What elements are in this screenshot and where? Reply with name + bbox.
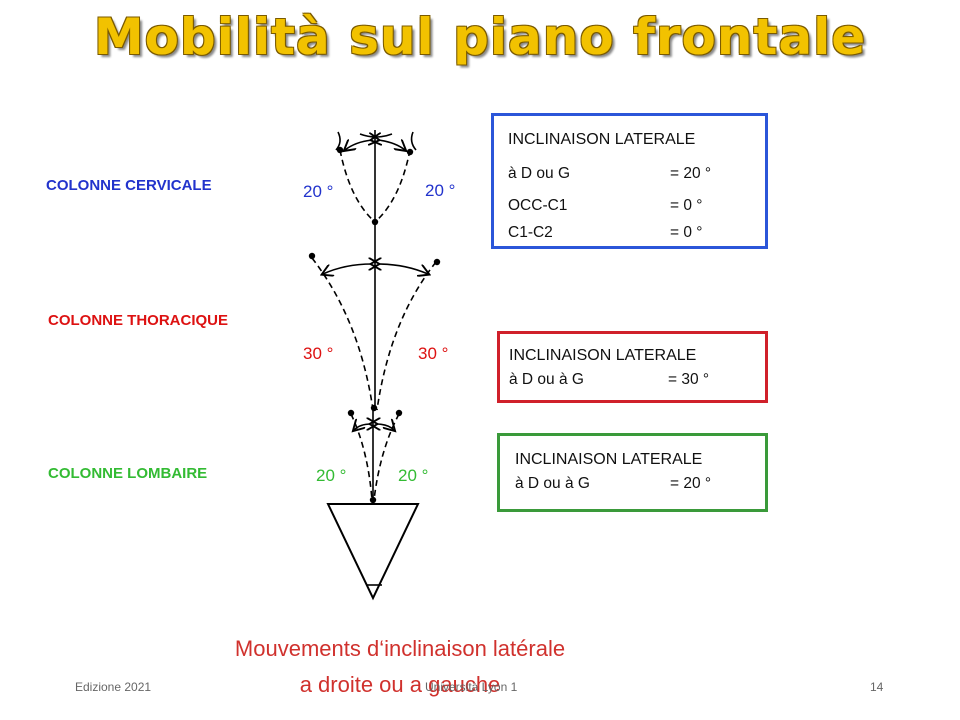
degree-thoracic-right: 30 ° (418, 344, 449, 363)
footer-page-number: 14 (870, 680, 884, 694)
thoracic-segment (311, 222, 437, 411)
label-thoracic: COLONNE THORACIQUE (48, 312, 228, 329)
cervical-row-1-label: à D ou G (508, 165, 571, 182)
lumbar-segment (350, 410, 400, 501)
degree-thoracic-left: 30 ° (303, 344, 334, 363)
slide-title: Mobilità sul piano frontale (93, 8, 867, 66)
lumbar-row-value: = 20 ° (670, 475, 712, 492)
degree-cervical-left: 20 ° (303, 182, 334, 201)
caption-line-1: Mouvements d‘inclinaison latérale (234, 636, 566, 661)
cervical-box-heading: INCLINAISON LATERALE (508, 131, 696, 148)
sacrum-triangle (326, 503, 420, 601)
label-lumbar: COLONNE LOMBAIRE (48, 465, 208, 482)
lumbar-info-box: INCLINAISON LATERALE à D ou à G = 20 ° (497, 433, 768, 512)
cervical-info-box: INCLINAISON LATERALE à D ou G = 20 ° OCC… (491, 113, 768, 249)
footer-edition: Edizione 2021 (75, 680, 152, 694)
thoracic-info-box: INCLINAISON LATERALE à D ou à G = 30 ° (497, 331, 768, 403)
lumbar-box-heading: INCLINAISON LATERALE (515, 451, 703, 468)
thoracic-row-label: à D ou à G (509, 371, 584, 388)
degree-cervical-right: 20 ° (425, 181, 456, 200)
label-cervical: COLONNE CERVICALE (46, 177, 212, 194)
thoracic-box-heading: INCLINAISON LATERALE (509, 347, 697, 364)
cervical-row-2-label: OCC-C1 (508, 197, 568, 214)
degree-lumbar-left: 20 ° (316, 466, 347, 485)
footer-university: Università Lyon 1 (425, 680, 518, 694)
degree-lumbar-right: 20 ° (398, 466, 429, 485)
caption-line-2: a droite ou a gauche (299, 672, 501, 697)
lumbar-row-label: à D ou à G (515, 475, 590, 492)
cervical-row-3-label: C1-C2 (508, 224, 553, 241)
thoracic-row-value: = 30 ° (668, 371, 710, 388)
cervical-segment (335, 130, 417, 223)
cervical-row-3-value: = 0 ° (670, 224, 703, 241)
cervical-row-1-value: = 20 ° (670, 165, 712, 182)
cervical-row-2-value: = 0 ° (670, 197, 703, 214)
